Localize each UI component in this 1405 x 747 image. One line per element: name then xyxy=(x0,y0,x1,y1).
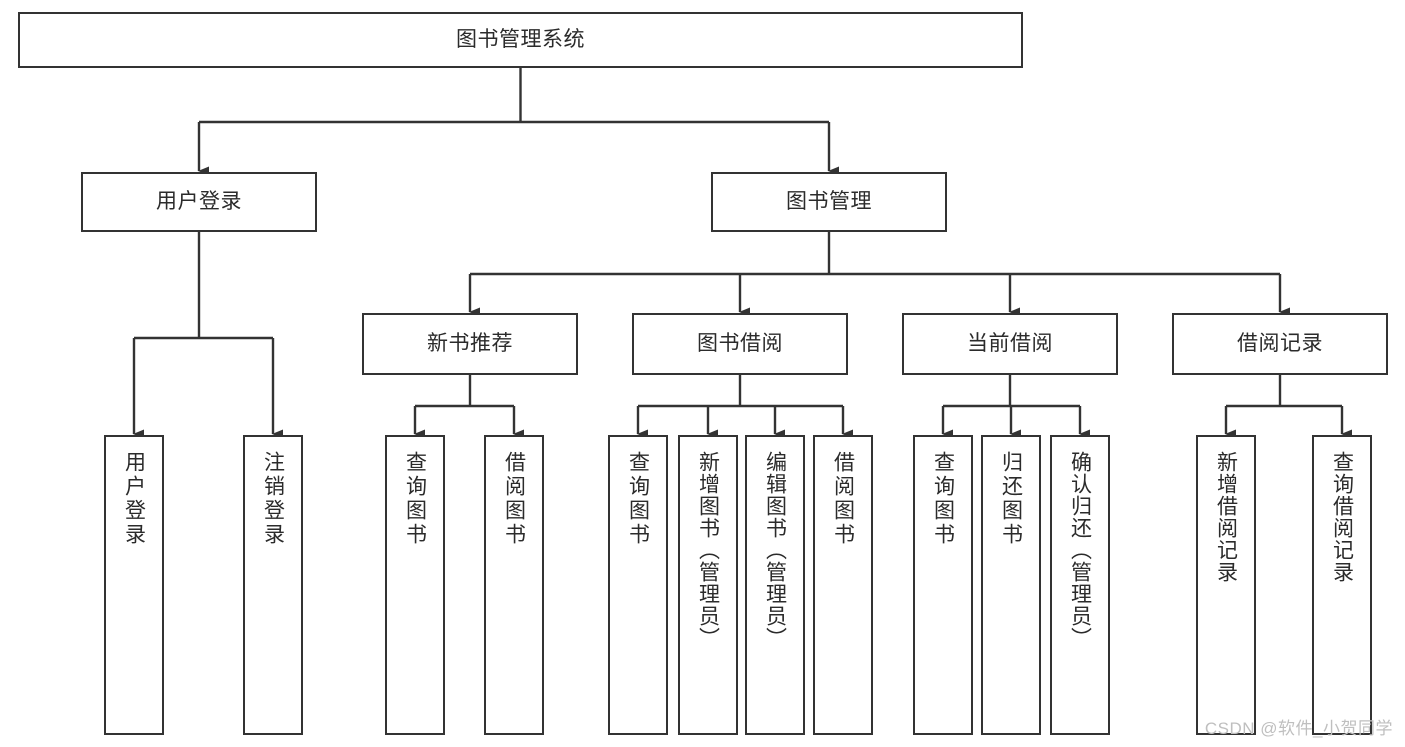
node-leaf-return-book[interactable]: 归还图书 xyxy=(981,435,1041,735)
node-label: 借阅图书 xyxy=(831,451,855,547)
edge-group xyxy=(132,68,1352,439)
node-label: 查询图书 xyxy=(931,451,955,547)
node-label: 新书推荐 xyxy=(427,331,513,355)
node-leaf-query-book-3[interactable]: 查询图书 xyxy=(913,435,973,735)
node-label: 查询图书 xyxy=(403,451,427,547)
node-borrow-record[interactable]: 借阅记录 xyxy=(1172,313,1388,375)
node-label: 新增借阅记录 xyxy=(1214,451,1238,583)
node-new-book-rec[interactable]: 新书推荐 xyxy=(362,313,578,375)
node-leaf-logout[interactable]: 注销登录 xyxy=(243,435,303,735)
node-label: 用户登录 xyxy=(156,189,242,213)
node-label: 图书借阅 xyxy=(697,331,783,355)
node-book-borrow[interactable]: 图书借阅 xyxy=(632,313,848,375)
node-leaf-query-record[interactable]: 查询借阅记录 xyxy=(1312,435,1372,735)
node-leaf-borrow-book-1[interactable]: 借阅图书 xyxy=(484,435,544,735)
node-label: 用户登录 xyxy=(122,451,146,547)
node-leaf-add-record[interactable]: 新增借阅记录 xyxy=(1196,435,1256,735)
node-leaf-add-book[interactable]: 新增图书（管理员） xyxy=(678,435,738,735)
node-user-login[interactable]: 用户登录 xyxy=(81,172,317,232)
node-label: 当前借阅 xyxy=(967,331,1053,355)
node-leaf-user-login[interactable]: 用户登录 xyxy=(104,435,164,735)
node-current-borrow[interactable]: 当前借阅 xyxy=(902,313,1118,375)
node-label: 查询图书 xyxy=(626,451,650,547)
node-label: 归还图书 xyxy=(999,451,1023,547)
node-root[interactable]: 图书管理系统 xyxy=(18,12,1023,68)
node-label: 编辑图书（管理员） xyxy=(763,451,787,649)
node-label: 新增图书（管理员） xyxy=(696,451,720,649)
node-label: 借阅图书 xyxy=(502,451,526,547)
node-book-manage[interactable]: 图书管理 xyxy=(711,172,947,232)
node-label: 注销登录 xyxy=(261,451,285,547)
node-leaf-edit-book[interactable]: 编辑图书（管理员） xyxy=(745,435,805,735)
node-leaf-confirm-return[interactable]: 确认归还（管理员） xyxy=(1050,435,1110,735)
node-leaf-query-book-2[interactable]: 查询图书 xyxy=(608,435,668,735)
node-label: 确认归还（管理员） xyxy=(1068,451,1092,649)
node-label: 查询借阅记录 xyxy=(1330,451,1354,583)
node-label: 图书管理 xyxy=(786,189,872,213)
node-leaf-borrow-book-2[interactable]: 借阅图书 xyxy=(813,435,873,735)
node-label: 图书管理系统 xyxy=(456,27,585,51)
node-label: 借阅记录 xyxy=(1237,331,1323,355)
node-leaf-query-book-1[interactable]: 查询图书 xyxy=(385,435,445,735)
